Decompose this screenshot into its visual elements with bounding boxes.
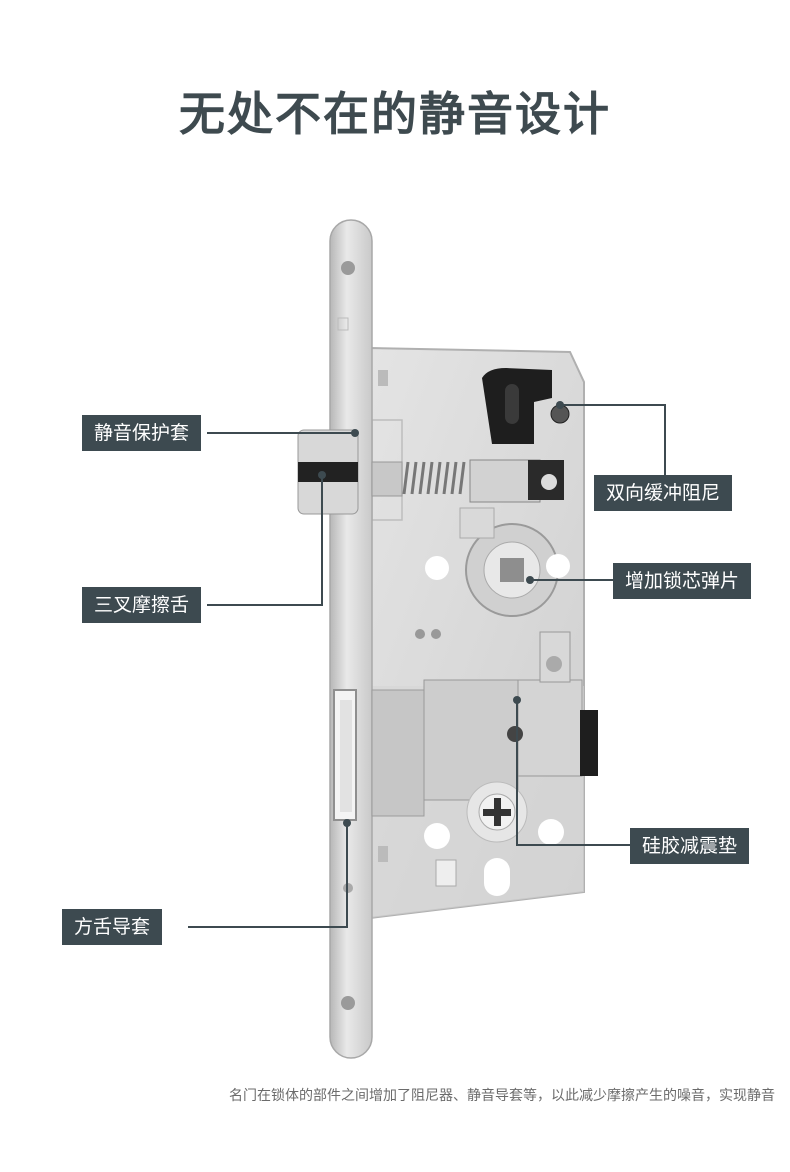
label-square-bolt-guide: 方舌导套 <box>62 909 163 945</box>
label-bidirectional-damper: 双向缓冲阻尼 <box>594 475 733 511</box>
page-title: 无处不在的静音设计 <box>179 87 611 141</box>
label-silicone-pad: 硅胶减震垫 <box>630 828 750 864</box>
label-triple-latch: 三叉摩擦舌 <box>82 587 202 623</box>
label-core-spring: 增加锁芯弹片 <box>613 563 752 599</box>
caption: 名门在锁体的部件之间增加了阻尼器、静音导套等，以此减少摩擦产生的噪音，实现静音 <box>229 1088 775 1104</box>
label-silent-sleeve: 静音保护套 <box>82 415 202 451</box>
